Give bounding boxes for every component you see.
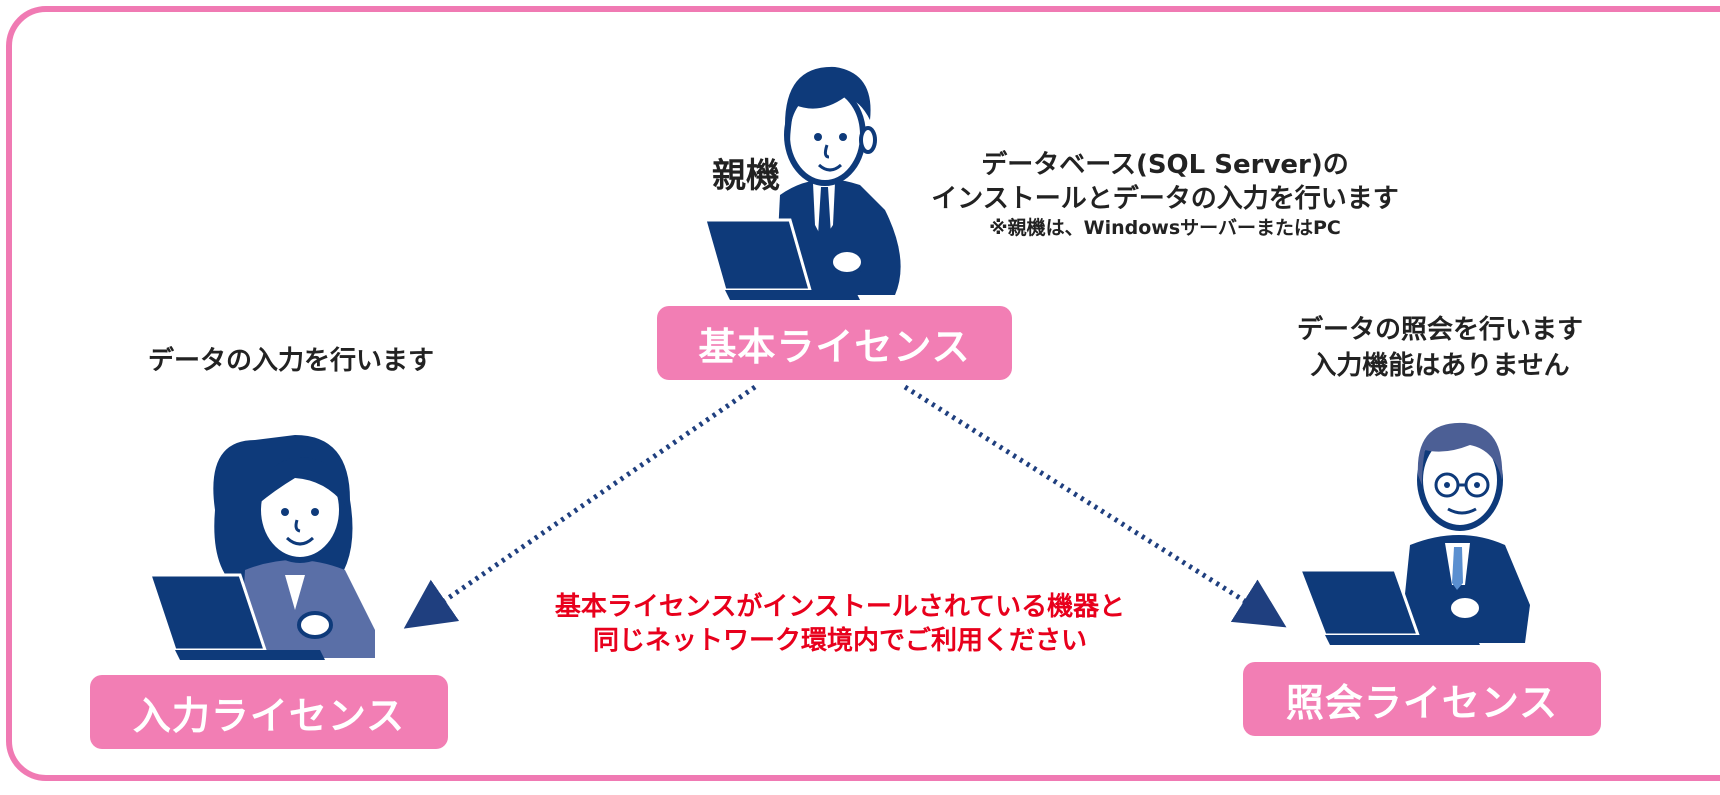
older-man-at-laptop-icon [1300,422,1530,645]
query-description: データの照会を行います 入力機能はありません [1250,312,1630,384]
query-desc-line1: データの照会を行います [1296,315,1583,345]
notice-line2: 同じネットワーク環境内でご利用ください [592,626,1087,656]
man-at-laptop-icon [703,66,901,300]
parent-desc-line2: インストールとデータの入力を行います [931,184,1399,214]
arrow-to-query-license [903,384,1287,628]
query-desc-line2: 入力機能はありません [1310,351,1570,381]
notice-line1: 基本ライセンスがインストールされている機器と [554,592,1126,622]
parent-desc-line1: データベース(SQL Server)の [981,150,1349,180]
input-license-badge: 入力ライセンス [90,675,448,749]
network-notice: 基本ライセンスがインストールされている機器と 同じネットワーク環境内でご利用くだ… [520,590,1160,658]
query-license-badge: 照会ライセンス [1243,662,1601,736]
woman-at-laptop-icon [147,435,375,660]
arrow-to-input-license [403,384,757,629]
parent-description: データベース(SQL Server)の インストールとデータの入力を行います ※… [925,148,1405,240]
parent-label: 親機 [712,156,780,196]
pink-rounded-frame [6,6,1720,781]
input-description: データの入力を行います [148,346,435,376]
basic-license-badge: 基本ライセンス [657,306,1012,380]
parent-note: ※親機は、WindowsサーバーまたはPC [989,217,1341,239]
